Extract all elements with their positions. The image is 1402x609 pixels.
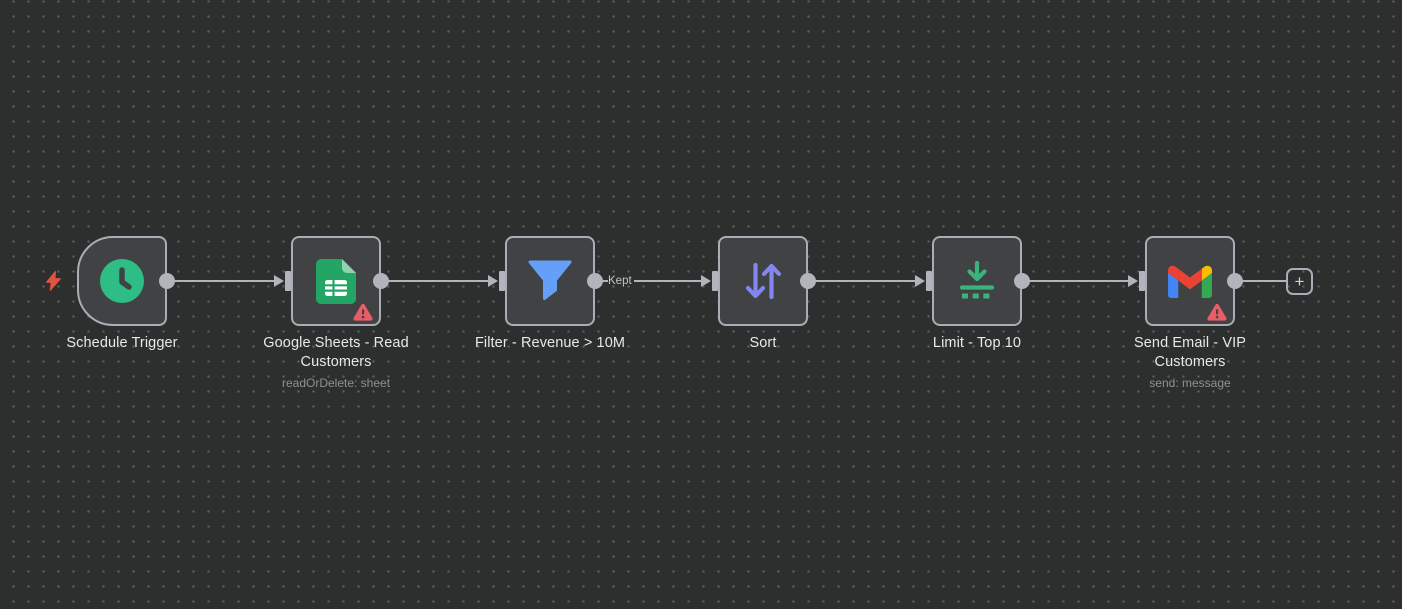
google-sheets-icon [316,258,356,304]
node-title[interactable]: Send Email - VIP Customers [1133,335,1246,370]
connection-line[interactable] [167,280,275,282]
node-google-sheets[interactable] [291,236,381,326]
lightning-bolt-icon [45,271,62,291]
filter-funnel-icon [528,260,572,302]
connection-label-kept: Kept [608,275,632,287]
node-label-send-email: Send Email - VIP Customers send: message [1100,334,1280,391]
sort-arrows-icon [743,259,783,303]
input-port[interactable] [285,271,291,291]
connection-line[interactable] [634,280,702,282]
output-port[interactable] [587,273,603,289]
node-subtitle: send: message [1149,376,1231,390]
node-title[interactable]: Sort [749,335,777,351]
node-title[interactable]: Filter - Revenue > 10M [474,335,626,351]
connection-arrowhead-icon [1128,275,1138,287]
clock-icon [99,258,145,304]
node-send-email[interactable] [1145,236,1235,326]
connection-line[interactable] [808,280,916,282]
input-port[interactable] [926,271,932,291]
node-sort[interactable] [718,236,808,326]
node-label-sort: Sort [673,334,853,353]
output-port[interactable] [373,273,389,289]
output-port[interactable] [159,273,175,289]
output-port[interactable] [1014,273,1030,289]
node-title[interactable]: Google Sheets - Read Customers [263,335,409,370]
node-limit[interactable] [932,236,1022,326]
limit-icon [955,260,999,302]
connection-arrowhead-icon [915,275,925,287]
connection-line[interactable] [381,280,489,282]
input-port[interactable] [712,271,718,291]
node-title[interactable]: Limit - Top 10 [932,335,1022,351]
connection-arrowhead-icon [701,275,711,287]
node-filter[interactable] [505,236,595,326]
node-label-google-sheets: Google Sheets - Read Customers readOrDel… [246,334,426,391]
warning-icon [353,303,373,321]
input-port[interactable] [499,271,505,291]
output-port[interactable] [800,273,816,289]
connection-line[interactable] [1235,280,1286,282]
node-label-limit: Limit - Top 10 [887,334,1067,353]
gmail-icon [1168,265,1212,298]
node-schedule-trigger[interactable] [77,236,167,326]
add-node-button[interactable]: + [1286,268,1313,295]
connection-arrowhead-icon [488,275,498,287]
node-label-schedule-trigger: Schedule Trigger [32,334,212,353]
connection-arrowhead-icon [274,275,284,287]
node-title[interactable]: Schedule Trigger [66,335,178,351]
output-port[interactable] [1227,273,1243,289]
node-subtitle: readOrDelete: sheet [281,376,391,390]
input-port[interactable] [1139,271,1145,291]
connection-line[interactable] [1022,280,1129,282]
node-label-filter: Filter - Revenue > 10M [460,334,640,353]
warning-icon [1207,303,1227,321]
